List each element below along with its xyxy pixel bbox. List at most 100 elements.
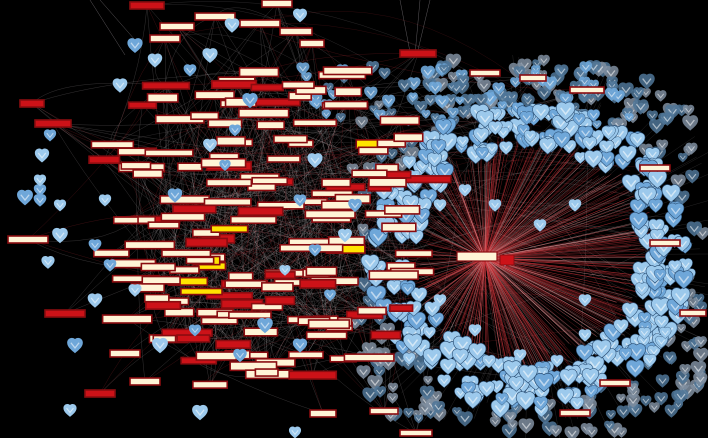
left-node-icon[interactable] — [33, 193, 47, 208]
left-node-icon[interactable] — [33, 173, 47, 187]
left-node-icon[interactable] — [201, 47, 219, 64]
module-node[interactable] — [194, 90, 235, 100]
band-node-icon[interactable] — [420, 109, 431, 120]
left-node-icon[interactable] — [16, 189, 34, 207]
module-node[interactable] — [322, 66, 373, 76]
band-node-icon[interactable] — [427, 81, 443, 96]
module-node[interactable] — [376, 139, 407, 148]
module-node[interactable] — [176, 162, 203, 172]
module-node[interactable] — [394, 249, 433, 258]
outer-node-icon[interactable] — [648, 401, 661, 414]
module-node[interactable] — [307, 319, 351, 330]
module-node[interactable] — [469, 69, 501, 77]
outer-node-icon[interactable] — [692, 347, 708, 364]
module-node[interactable] — [176, 334, 211, 343]
left-node-icon[interactable] — [183, 63, 197, 78]
module-node[interactable] — [44, 309, 86, 318]
outer-node-icon[interactable] — [422, 375, 434, 386]
module-node[interactable] — [149, 34, 181, 43]
module-node[interactable] — [239, 19, 281, 28]
module-node[interactable] — [172, 204, 217, 214]
left-node-icon[interactable] — [51, 227, 69, 244]
left-node-icon[interactable] — [112, 77, 128, 94]
module-node[interactable] — [88, 155, 121, 165]
module-node[interactable] — [357, 146, 389, 155]
module-node[interactable] — [129, 1, 165, 10]
module-node[interactable] — [124, 240, 176, 250]
outer-node-icon[interactable] — [517, 417, 535, 435]
outer-node-icon[interactable] — [638, 73, 656, 90]
outer-node-icon[interactable] — [675, 323, 687, 334]
module-node[interactable] — [141, 81, 191, 90]
outer-node-icon[interactable] — [585, 425, 599, 438]
module-node[interactable] — [281, 80, 315, 90]
ring-node-icon[interactable] — [422, 326, 437, 340]
module-node[interactable] — [101, 314, 153, 324]
outer-node-icon[interactable] — [615, 393, 627, 404]
module-node[interactable] — [323, 100, 369, 110]
module-node[interactable] — [256, 120, 285, 130]
left-node-icon[interactable] — [126, 37, 144, 54]
outer-node-icon[interactable] — [563, 425, 581, 438]
module-node[interactable] — [93, 249, 130, 258]
inner-node-icon[interactable] — [433, 198, 447, 213]
left-node-icon[interactable] — [87, 292, 103, 309]
module-node[interactable] — [120, 161, 152, 170]
module-node[interactable] — [127, 101, 158, 110]
module-node[interactable] — [237, 206, 284, 216]
hub-node-red[interactable] — [499, 254, 515, 266]
ring-node-icon[interactable] — [625, 358, 646, 379]
module-node[interactable] — [389, 304, 414, 312]
module-node[interactable] — [143, 293, 170, 303]
outer-node-icon[interactable] — [654, 89, 668, 103]
module-node[interactable] — [195, 351, 238, 361]
ring-node-icon[interactable] — [408, 229, 425, 246]
band-node-icon[interactable] — [455, 96, 465, 106]
module-node[interactable] — [305, 331, 348, 340]
module-node[interactable] — [159, 22, 195, 31]
module-node[interactable] — [264, 295, 296, 306]
left-node-icon[interactable] — [224, 17, 240, 34]
module-node[interactable] — [144, 300, 182, 310]
outer-node-icon[interactable] — [615, 404, 631, 420]
module-node[interactable] — [161, 249, 212, 258]
module-node[interactable] — [321, 178, 352, 188]
module-node[interactable] — [569, 86, 605, 94]
module-node[interactable] — [129, 377, 161, 386]
module-node[interactable] — [261, 282, 294, 292]
module-node[interactable] — [399, 49, 437, 58]
left-node-icon[interactable] — [53, 198, 67, 212]
module-node[interactable] — [112, 216, 139, 225]
module-node[interactable] — [210, 79, 258, 90]
hub-node[interactable] — [456, 251, 498, 262]
outer-node-icon[interactable] — [682, 104, 695, 117]
outer-node-icon[interactable] — [655, 373, 670, 389]
module-node[interactable] — [299, 278, 337, 289]
module-node[interactable] — [288, 350, 324, 359]
module-node[interactable] — [215, 339, 252, 349]
outer-node-icon[interactable] — [684, 169, 700, 185]
module-node[interactable] — [368, 270, 419, 281]
left-node-icon[interactable] — [43, 128, 57, 142]
module-node[interactable] — [230, 215, 277, 225]
module-node[interactable] — [19, 99, 45, 108]
module-node[interactable] — [250, 83, 284, 92]
module-node[interactable] — [599, 379, 631, 387]
ring-node-icon[interactable] — [439, 357, 458, 376]
module-node[interactable] — [393, 132, 424, 143]
module-node[interactable] — [144, 149, 194, 157]
module-node[interactable] — [192, 380, 229, 389]
module-node[interactable] — [159, 195, 210, 205]
left-node-icon[interactable] — [147, 52, 163, 69]
module-node[interactable] — [379, 115, 421, 126]
module-node[interactable] — [203, 197, 252, 207]
left-node-icon[interactable] — [292, 8, 308, 23]
module-node[interactable] — [288, 370, 338, 380]
module-node[interactable] — [292, 119, 338, 127]
outer-node-icon[interactable] — [681, 114, 699, 132]
module-node[interactable] — [216, 136, 246, 147]
module-node[interactable] — [185, 237, 228, 248]
module-node[interactable] — [559, 409, 591, 417]
module-node[interactable] — [383, 170, 412, 179]
module-node[interactable] — [224, 279, 268, 289]
